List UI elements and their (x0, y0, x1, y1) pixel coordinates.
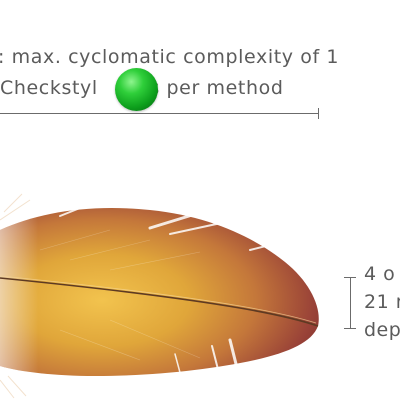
caption-line-1: : max. cyclomatic complexity of 1 (0, 46, 340, 68)
side-label-2: 21 r (364, 291, 400, 313)
feather-illustration (0, 193, 319, 399)
side-bracket-vertical (350, 277, 351, 329)
top-bracket-line (0, 113, 318, 114)
side-bracket-bottom (344, 328, 356, 329)
caption-line-2-end: ors per method (128, 77, 284, 99)
feather-shaft-highlight (0, 275, 317, 324)
top-bracket-tick (318, 108, 319, 119)
side-label-1: 4 o (364, 263, 396, 285)
caption-line-2: Checkstyl ors per method (0, 77, 283, 99)
feather-wisps (0, 193, 31, 399)
side-label-3: dep (364, 319, 400, 341)
feather-shaft (0, 277, 319, 327)
green-dot-icon[interactable] (115, 68, 158, 111)
feather-barb-lines (39, 229, 201, 361)
feather-fade (0, 208, 319, 376)
caption-line-2-start: Checkstyl (0, 77, 98, 99)
feather-splits (59, 201, 291, 386)
